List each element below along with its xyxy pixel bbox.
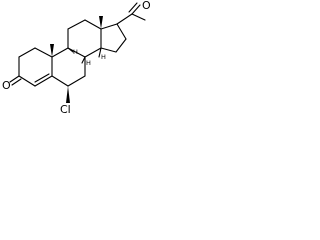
ring-c: [67, 19, 102, 58]
ring-d: [100, 23, 127, 53]
steroid-structure-diagram: O Cl H H H O: [2, 0, 151, 116]
c10-methyl-wedge: [50, 44, 54, 57]
c13-methyl-wedge: [99, 16, 103, 29]
ring-b: [51, 47, 86, 87]
chloro-wedge-bond: [66, 86, 70, 103]
ketone-oxygen-acetyl-label: O: [142, 0, 151, 12]
chlorine-label: Cl: [60, 103, 71, 116]
c3-ketone: O: [2, 75, 22, 92]
c13-methyl: [99, 16, 103, 29]
h8-label: H: [86, 59, 91, 67]
ketone-oxygen-ring-label: O: [2, 79, 11, 92]
stereo-hydrogens: H H H: [67, 47, 106, 67]
c6-chloro: Cl: [60, 86, 71, 116]
c17-acetyl: O: [116, 0, 151, 25]
h9-label: H: [73, 48, 78, 56]
h14-label: H: [101, 53, 106, 61]
ring-a: [18, 47, 53, 87]
c10-methyl: [50, 44, 54, 57]
